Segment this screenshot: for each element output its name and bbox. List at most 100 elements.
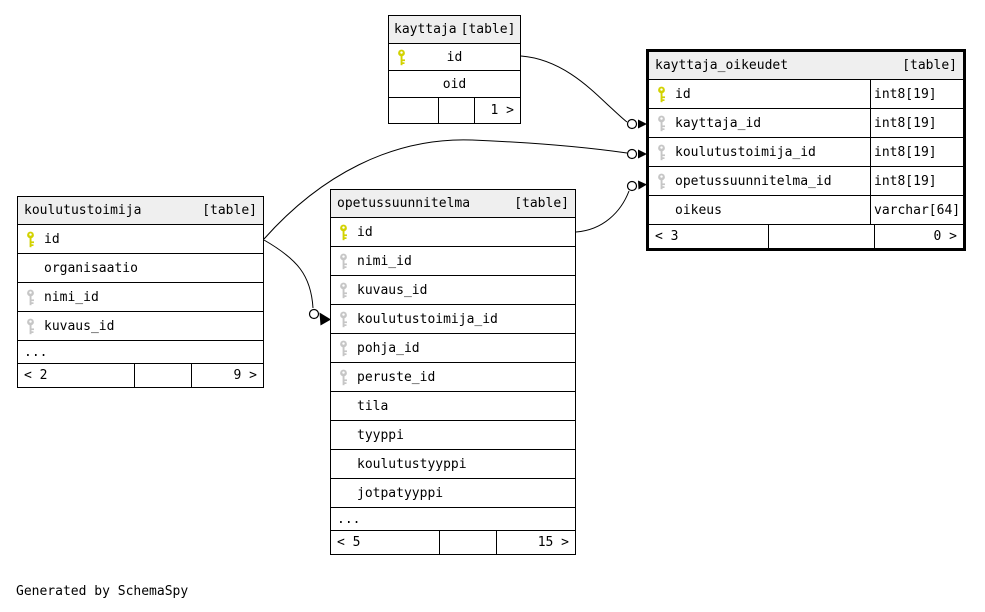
edge-koulutustoimija-to-opetussuunnitelma <box>263 239 331 326</box>
column-row-koulutustoimija-id[interactable]: koulutustoimija_id int8[19] <box>649 138 963 167</box>
column-name: tila <box>357 398 389 414</box>
table-tag: [table] <box>514 196 569 211</box>
footer-child-count: 15 > <box>496 531 575 554</box>
column-name: id <box>357 224 373 240</box>
edge-koulutustoimija-to-kayttaja-oikeudet <box>263 139 647 240</box>
column-name: koulutustyyppi <box>357 456 467 472</box>
key-icon <box>25 231 37 248</box>
footer-spacer-cell <box>768 225 874 248</box>
table-kayttaja-oikeudet: kayttaja_oikeudet [table] id int8[19] ka… <box>646 49 966 251</box>
table-header-opetussuunnitelma[interactable]: opetussuunnitelma [table] <box>331 190 575 218</box>
table-footer: < 5 15 > <box>331 531 575 554</box>
column-name: jotpatyyppi <box>357 485 444 501</box>
column-row-oid[interactable]: oid <box>389 71 520 98</box>
column-type: int8[19] <box>870 138 963 166</box>
column-name: koulutustoimija_id <box>675 144 816 160</box>
generator-credit: Generated by SchemaSpy <box>16 584 189 599</box>
edge-opetussuunnitelma-to-kayttaja-oikeudet <box>575 180 647 233</box>
table-header-kayttaja[interactable]: kayttaja [table] <box>389 16 520 44</box>
column-name: id <box>675 86 691 102</box>
column-type: varchar[64] <box>870 196 963 224</box>
column-name: nimi_id <box>357 253 412 269</box>
key-icon <box>338 369 350 386</box>
key-icon <box>338 311 350 328</box>
column-row-id[interactable]: id int8[19] <box>649 80 963 109</box>
edge-kayttaja-to-kayttaja-oikeudet <box>520 55 647 130</box>
column-name: oid <box>442 76 467 92</box>
table-footer: < 3 0 > <box>649 225 963 248</box>
table-opetussuunnitelma: opetussuunnitelma [table] id nimi_id kuv… <box>330 189 576 555</box>
key-icon <box>25 318 37 335</box>
key-icon <box>338 253 350 270</box>
column-row-oikeus[interactable]: oikeus varchar[64] <box>649 196 963 225</box>
column-row-kuvaus-id[interactable]: kuvaus_id <box>331 276 575 305</box>
footer-spacer-cell <box>134 364 191 387</box>
footer-parent-count: < 2 <box>24 368 48 383</box>
column-name: id <box>44 231 60 247</box>
table-header-koulutustoimija[interactable]: koulutustoimija [table] <box>18 197 263 225</box>
column-row-nimi-id[interactable]: nimi_id <box>18 283 263 312</box>
table-footer: 1 > <box>389 98 520 123</box>
column-row-tyyppi[interactable]: tyyppi <box>331 421 575 450</box>
footer-parent-count: < 3 <box>655 229 679 244</box>
key-icon <box>656 86 668 103</box>
column-row-nimi-id[interactable]: nimi_id <box>331 247 575 276</box>
footer-spacer-cell <box>439 531 496 554</box>
column-row-id[interactable]: id <box>331 218 575 247</box>
column-name: kayttaja_id <box>675 115 762 131</box>
column-name: nimi_id <box>44 289 99 305</box>
key-icon <box>396 49 408 66</box>
key-icon <box>656 144 668 161</box>
column-name: kuvaus_id <box>357 282 428 298</box>
column-name: koulutustoimija_id <box>357 311 498 327</box>
table-tag: [table] <box>902 58 957 73</box>
column-type: int8[19] <box>870 167 963 195</box>
column-type: int8[19] <box>870 80 963 108</box>
column-row-peruste-id[interactable]: peruste_id <box>331 363 575 392</box>
column-name: id <box>446 49 463 65</box>
footer-parent-count: < 5 <box>337 535 361 550</box>
key-icon <box>338 224 350 241</box>
column-row-id[interactable]: id <box>389 44 520 71</box>
column-type: int8[19] <box>870 109 963 137</box>
table-tag: [table] <box>460 22 516 37</box>
column-name: kuvaus_id <box>44 318 115 334</box>
column-row-opetussuunnitelma-id[interactable]: opetussuunnitelma_id int8[19] <box>649 167 963 196</box>
column-name: organisaatio <box>44 260 138 276</box>
footer-parent-count <box>389 98 438 123</box>
hidden-columns-ellipsis: ... <box>18 341 263 364</box>
key-icon <box>338 282 350 299</box>
column-name: peruste_id <box>357 369 436 385</box>
key-icon <box>656 173 668 190</box>
key-icon <box>656 115 668 132</box>
table-name: koulutustoimija <box>24 203 142 218</box>
table-footer: < 2 9 > <box>18 364 263 387</box>
table-koulutustoimija: koulutustoimija [table] id organisaatio … <box>17 196 264 388</box>
footer-child-count: 9 > <box>191 364 263 387</box>
column-name: oikeus <box>675 202 722 218</box>
column-row-kuvaus-id[interactable]: kuvaus_id <box>18 312 263 341</box>
column-row-kayttaja-id[interactable]: kayttaja_id int8[19] <box>649 109 963 138</box>
column-row-id[interactable]: id <box>18 225 263 254</box>
column-row-tila[interactable]: tila <box>331 392 575 421</box>
column-row-pohja-id[interactable]: pohja_id <box>331 334 575 363</box>
key-icon <box>338 340 350 357</box>
column-row-jotpatyyppi[interactable]: jotpatyyppi <box>331 479 575 508</box>
key-icon <box>25 289 37 306</box>
table-name: kayttaja <box>394 22 457 37</box>
table-name: kayttaja_oikeudet <box>655 58 789 73</box>
footer-child-count: 1 > <box>474 98 520 123</box>
column-name: tyyppi <box>357 427 404 443</box>
footer-child-count: 0 > <box>874 225 963 248</box>
footer-spacer-cell <box>438 98 474 123</box>
table-kayttaja: kayttaja [table] id oid 1 > <box>388 15 521 124</box>
column-name: opetussuunnitelma_id <box>675 173 832 189</box>
table-tag: [table] <box>202 203 257 218</box>
column-name: pohja_id <box>357 340 420 356</box>
column-row-organisaatio[interactable]: organisaatio <box>18 254 263 283</box>
column-row-koulutustyyppi[interactable]: koulutustyyppi <box>331 450 575 479</box>
table-header-kayttaja-oikeudet[interactable]: kayttaja_oikeudet [table] <box>649 52 963 80</box>
column-row-koulutustoimija-id[interactable]: koulutustoimija_id <box>331 305 575 334</box>
